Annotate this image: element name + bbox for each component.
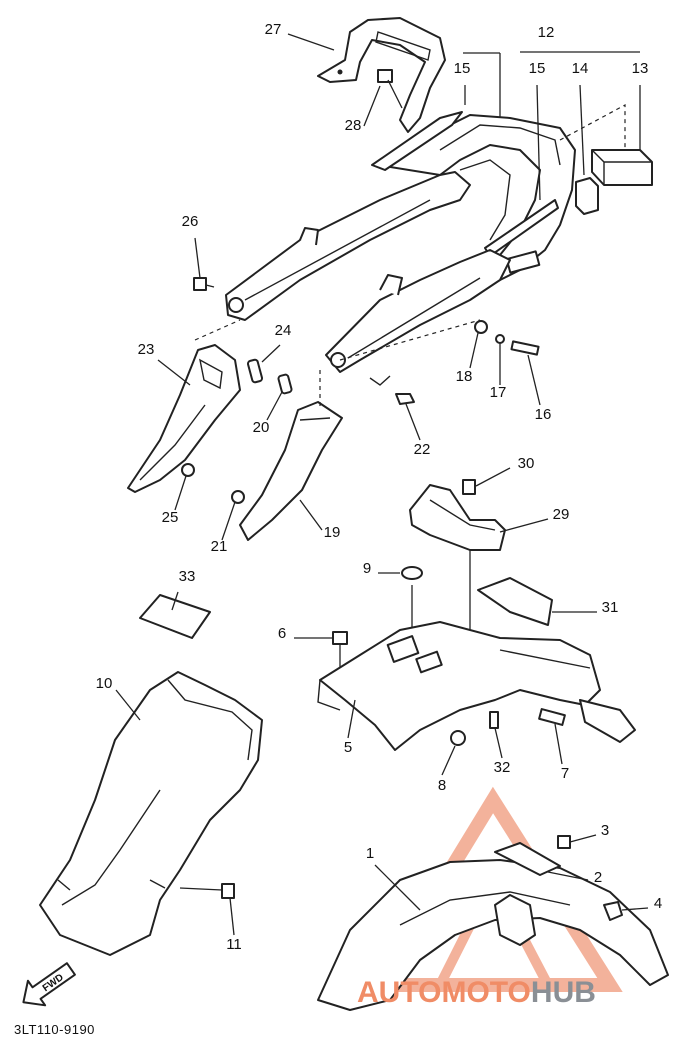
part-right-seat-rail [325, 249, 511, 386]
part-2-stay [494, 842, 561, 876]
fasteners-16-17-18 [474, 320, 540, 356]
callout-c27: 27 [265, 21, 282, 38]
callout-c31: 31 [602, 599, 619, 616]
callout-c23: 23 [138, 341, 155, 358]
callout-c5: 5 [344, 739, 352, 756]
callout-c3: 3 [601, 822, 609, 839]
part-32 [489, 711, 499, 729]
spacers-20-24 [246, 358, 293, 395]
callout-c14: 14 [572, 60, 589, 77]
part-pad-31 [477, 577, 553, 626]
callout-c15a: 15 [454, 60, 471, 77]
watermark-text: AUTOMOTOHUB [357, 976, 596, 1009]
callout-c19: 19 [324, 524, 341, 541]
leader-lines [115, 33, 649, 936]
callout-c6: 6 [278, 625, 286, 642]
bolt-7 [538, 708, 566, 726]
callout-c8: 8 [438, 777, 446, 794]
callout-c18: 18 [456, 368, 473, 385]
nut-8 [450, 730, 466, 746]
callout-c26: 26 [182, 213, 199, 230]
callout-c21: 21 [211, 538, 228, 555]
watermark-part1: AUTO [357, 976, 441, 1009]
part-left-side-cover [127, 344, 241, 493]
bolt-26 [193, 277, 215, 291]
part-right-side-cover [239, 401, 343, 541]
callout-c2: 2 [594, 869, 602, 886]
bolt-22 [395, 393, 415, 405]
grommet-21 [231, 490, 245, 504]
part-grab-bar [317, 17, 446, 133]
clip-4 [603, 901, 623, 921]
bolt-30 [462, 479, 476, 495]
part-front-fender [317, 859, 669, 1011]
watermark-part2: MOTO [441, 976, 530, 1009]
callout-c25: 25 [162, 509, 179, 526]
bolt-6 [332, 631, 348, 668]
callout-c12: 12 [538, 24, 555, 41]
part-plate-33 [139, 594, 211, 639]
drawing-code: 3LT110-9190 [14, 1022, 95, 1037]
callout-c9: 9 [363, 560, 371, 577]
grommet-9 [401, 566, 423, 580]
callout-c28: 28 [345, 117, 362, 134]
part-14-block [575, 177, 599, 215]
callout-c15b: 15 [529, 60, 546, 77]
callout-c11: 11 [226, 936, 242, 953]
callout-c7: 7 [561, 765, 569, 782]
forward-arrow-badge: FWD [22, 962, 76, 1007]
bolt-3 [557, 835, 571, 849]
part-rear-fender-bracket [317, 621, 636, 751]
part-13-block [591, 149, 653, 186]
bolt-28 [377, 69, 403, 109]
callout-c33: 33 [179, 568, 196, 585]
callout-c17: 17 [490, 384, 507, 401]
grommet-25 [181, 463, 195, 477]
callout-c32: 32 [494, 759, 511, 776]
callout-c10: 10 [96, 675, 113, 692]
callout-c24: 24 [275, 322, 292, 339]
callout-c13: 13 [632, 60, 649, 77]
watermark-part3: HUB [531, 976, 596, 1009]
callout-c29: 29 [553, 506, 570, 523]
callout-c20: 20 [253, 419, 270, 436]
callout-c16: 16 [535, 406, 552, 423]
part-bracket-29 [409, 484, 506, 551]
part-inner-fender [39, 671, 263, 956]
callout-c1: 1 [366, 845, 374, 862]
callout-c30: 30 [518, 455, 535, 472]
callout-c22: 22 [414, 441, 431, 458]
screw-11 [179, 883, 235, 899]
part-left-seat-rail [225, 171, 471, 321]
callout-c4: 4 [654, 895, 662, 912]
part-tail-cowl [371, 111, 576, 286]
